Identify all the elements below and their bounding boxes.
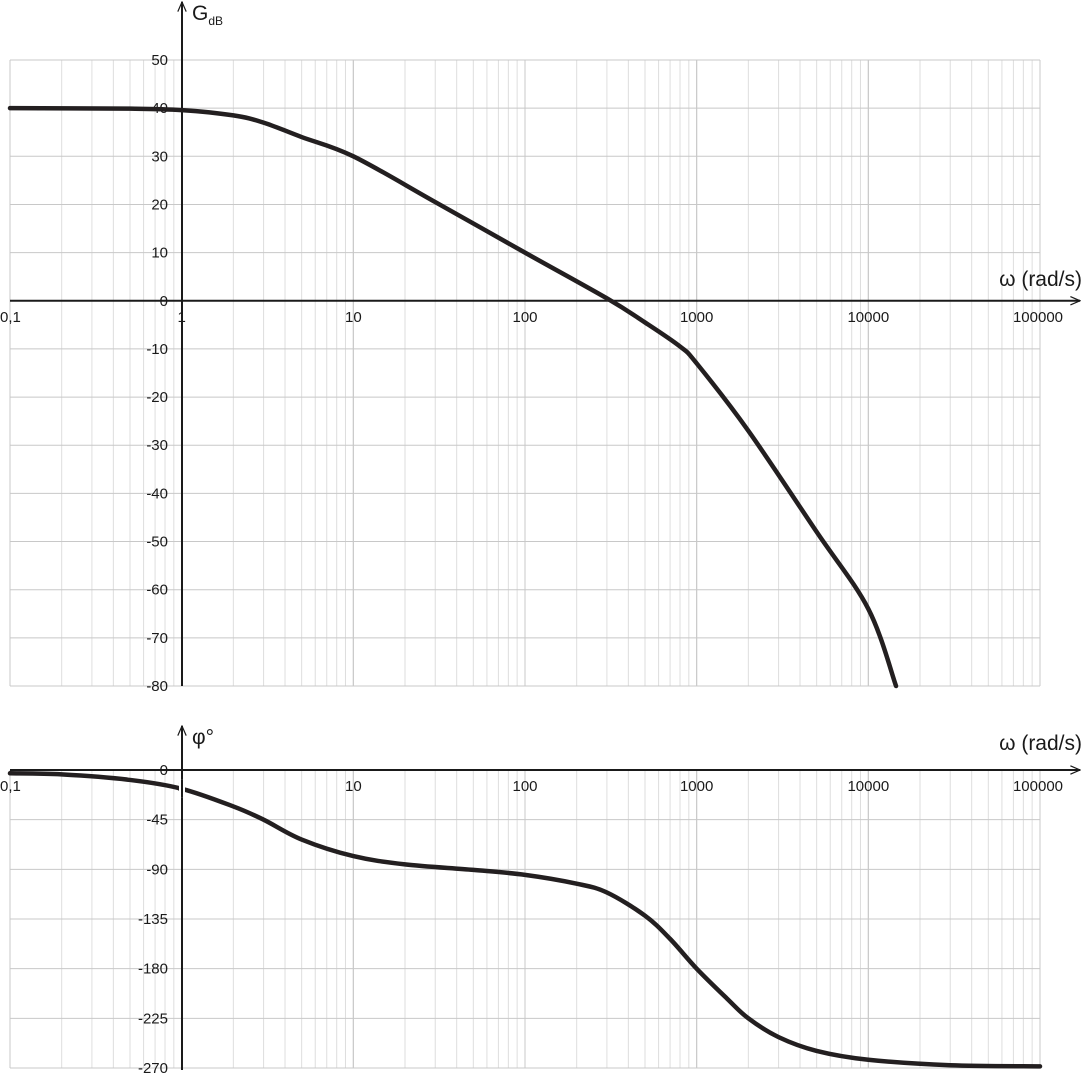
phase-x-tick-label: 100000: [1013, 778, 1063, 795]
gain-y-tick-label: 30: [151, 148, 168, 165]
phase-y-tick-label: -225: [138, 1010, 168, 1027]
gain-y-tick-label: 20: [151, 196, 168, 213]
phase-x-tick-label: 10000: [847, 778, 889, 795]
gain-x-tick-label: 100000: [1013, 309, 1063, 326]
gain-y-tick-label: -70: [146, 630, 168, 647]
gain-y-tick-label: -30: [146, 437, 168, 454]
phase-x-tick-label: 100: [512, 778, 537, 795]
gain-x-axis-label: ω (rad/s): [999, 268, 1082, 291]
phase-y-tick-label: -180: [138, 961, 168, 978]
gain-series: [7, 105, 899, 689]
phase-y-tick-label: -270: [138, 1060, 168, 1075]
phase-x-tick-label: 10: [345, 778, 362, 795]
gain-y-axis-label: GdB: [192, 2, 223, 28]
gain-y-tick-label: -40: [146, 485, 168, 502]
gain-x-tick-label: 0,1: [0, 309, 21, 326]
gain-y-tick-label: -50: [146, 534, 168, 551]
gain-y-tick-label: -20: [146, 389, 168, 406]
gain-x-tick-label: 100: [512, 309, 537, 326]
gain-x-tick-label: 1: [177, 309, 185, 326]
phase-y-tick-labels: 0 -45 -90 -135 -180 -225 -270: [138, 762, 168, 1075]
phase-y-tick-label: 0: [160, 762, 168, 779]
gain-x-tick-label: 10: [345, 309, 362, 326]
gain-y-tick-label: -10: [146, 341, 168, 358]
phase-x-tick-label: 1000: [680, 778, 713, 795]
phase-curve: [7, 771, 1043, 1069]
phase-y-tick-label: -45: [146, 812, 168, 829]
gain-y-tick-label: 10: [151, 245, 168, 262]
phase-y-axis-label: φ°: [192, 726, 214, 749]
phase-y-tick-label: -90: [146, 861, 168, 878]
gain-y-tick-label: 50: [151, 52, 168, 69]
phase-series: [7, 771, 1043, 1069]
gain-x-tick-label: 10000: [847, 309, 889, 326]
phase-x-tick-label: 0,1: [0, 778, 21, 795]
phase-y-tick-label: -135: [138, 911, 168, 928]
gain-x-tick-labels: 0,1 1 10 100 1000 10000 100000: [0, 309, 1063, 326]
gain-y-tick-label: -80: [146, 678, 168, 695]
phase-x-axis-label: ω (rad/s): [999, 732, 1082, 755]
gain-x-tick-label: 1000: [680, 309, 713, 326]
gain-y-tick-label: -60: [146, 582, 168, 599]
gain-y-tick-label: 0: [160, 293, 168, 310]
gain-curve: [7, 105, 899, 689]
